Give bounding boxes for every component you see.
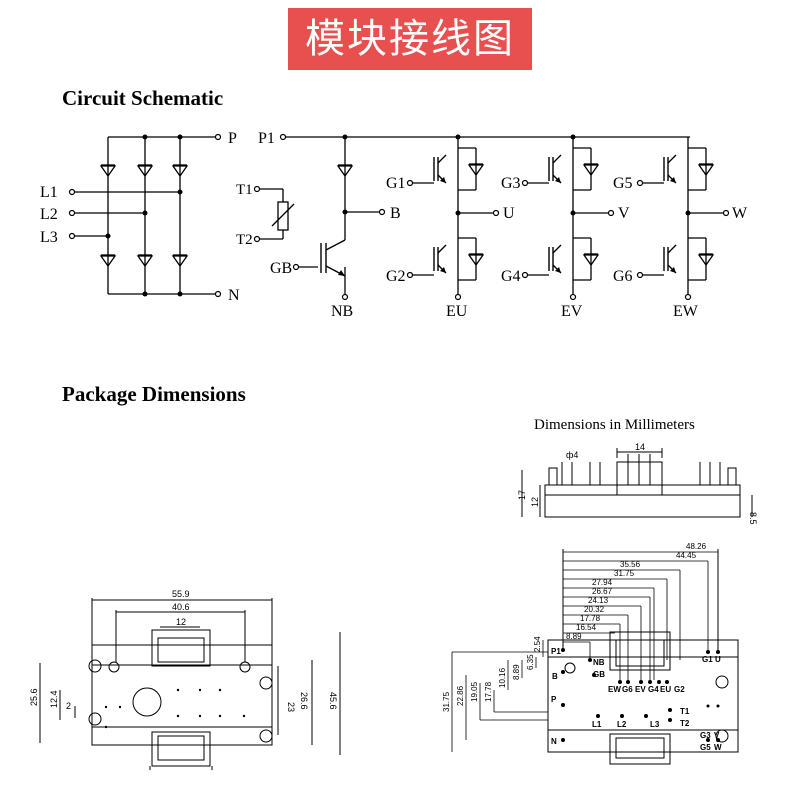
pin-dim-8-89: 8.89 (566, 632, 582, 641)
pin-l3: L3 (650, 720, 660, 729)
terminal-nb: NB (331, 303, 353, 320)
pin-t1: T1 (680, 707, 690, 716)
pin-g1: G1 (702, 655, 713, 664)
pin-dim-24-13: 24.13 (588, 596, 609, 605)
terminal-p1: P1 (258, 130, 275, 147)
title-banner: 模块接线图 (288, 8, 532, 70)
top-dim-12-4: 12.4 (49, 690, 59, 708)
pin-vdim-8-89: 8.89 (512, 664, 521, 680)
terminal-t2: T2 (236, 232, 253, 248)
top-dim-25-6: 25.6 (29, 688, 39, 706)
rectifier-diodes (100, 164, 188, 267)
terminal-g6: G6 (613, 268, 633, 285)
pin-dim-20-32: 20.32 (584, 605, 605, 614)
pin-p: P (551, 695, 557, 704)
pin-vdim-2-54: 2.54 (533, 636, 542, 652)
pin-ev: EV (635, 685, 646, 694)
pin-dim-26-67: 26.67 (592, 587, 613, 596)
terminal-ev: EV (561, 303, 583, 320)
pin-dim-31-75: 31.75 (614, 569, 635, 578)
inverter-leg-v (525, 137, 609, 297)
top-dim-26-6: 26.6 (299, 692, 309, 710)
terminal-t1: T1 (236, 182, 253, 198)
pin-g2: G2 (674, 685, 685, 694)
side-view (521, 448, 753, 518)
terminal-v: V (618, 205, 630, 222)
terminal-ew: EW (673, 303, 699, 320)
terminal-eu: EU (446, 303, 468, 320)
pin-l2: L2 (617, 720, 627, 729)
pin-vdim-22-86: 22.86 (456, 685, 465, 706)
thermistor (257, 188, 295, 240)
pin-p1: P1 (551, 647, 561, 656)
pin-vdim-17-78: 17.78 (484, 681, 493, 702)
pin-ew: EW (608, 685, 621, 694)
top-dim-40-6: 40.6 (172, 602, 190, 612)
top-dim-55-9: 55.9 (172, 589, 190, 599)
terminal-n: N (228, 287, 240, 304)
side-dim-12: 12 (530, 497, 540, 507)
terminal-g3: G3 (501, 175, 521, 192)
terminal-l1: L1 (40, 184, 58, 201)
dimensions-note: Dimensions in Millimeters (534, 417, 695, 433)
pin-b: B (552, 672, 558, 681)
pin-g6: G6 (622, 685, 633, 694)
pin-g5: G5 (700, 743, 711, 752)
side-dim-17: 17 (517, 490, 527, 500)
circuit-schematic-heading: Circuit Schematic (62, 86, 224, 110)
pin-l1: L1 (592, 720, 602, 729)
pin-view-dimension-lines (451, 551, 718, 752)
pin-vdim-10-16: 10.16 (498, 667, 507, 688)
pin-gb: GB (593, 670, 605, 679)
pin-eu: EU (660, 685, 671, 694)
pin-dim-44-45: 44.45 (676, 551, 697, 560)
terminal-g1: G1 (386, 175, 406, 192)
pin-u: U (715, 655, 721, 664)
terminal-gb: GB (270, 260, 292, 277)
top-view (39, 598, 341, 770)
top-dim-23: 23 (286, 702, 296, 712)
pin-g4: G4 (648, 685, 659, 694)
pin-vdim-6-35: 6.35 (526, 654, 535, 670)
side-dim-14: 14 (635, 442, 645, 452)
inverter-leg-w (640, 137, 724, 297)
terminal-l3: L3 (40, 229, 58, 246)
p1-bus (283, 136, 690, 294)
terminal-p: P (228, 130, 237, 147)
top-dim-12: 12 (176, 617, 186, 627)
package-dimensions-heading: Package Dimensions (62, 382, 246, 406)
terminal-g5: G5 (613, 175, 633, 192)
pin-w: W (714, 743, 722, 752)
pin-dim-35-56: 35.56 (620, 560, 641, 569)
rectifier-bridge (72, 136, 216, 295)
pin-v: V (714, 731, 720, 740)
terminal-b: B (390, 205, 401, 222)
terminal-g4: G4 (501, 268, 521, 285)
pin-vdim-31-75: 31.75 (442, 691, 451, 712)
pin-dim-48-26: 48.26 (686, 542, 707, 551)
pin-nb: NB (593, 658, 605, 667)
terminal-l2: L2 (40, 206, 58, 223)
pin-vdim-19-05: 19.05 (470, 681, 479, 702)
pin-n: N (551, 737, 557, 746)
inverter-leg-u (410, 137, 494, 297)
pin-dim-17-78: 17.78 (580, 614, 601, 623)
pin-t2: T2 (680, 719, 690, 728)
pin-dim-27-94: 27.94 (592, 578, 613, 587)
banner-title: 模块接线图 (305, 16, 515, 62)
terminal-g2: G2 (386, 268, 406, 285)
terminal-w: W (732, 205, 748, 222)
top-dim-2: 2 (66, 701, 71, 711)
top-dim-45-6: 45.6 (328, 692, 338, 710)
side-dim-phi4: ф4 (566, 450, 578, 460)
pin-g3: G3 (700, 731, 711, 740)
pin-view-pins (561, 648, 720, 742)
pin-dim-16-54: 16.54 (576, 623, 597, 632)
side-dim-8-5: 8.5 (748, 512, 758, 525)
terminal-u: U (503, 205, 515, 222)
